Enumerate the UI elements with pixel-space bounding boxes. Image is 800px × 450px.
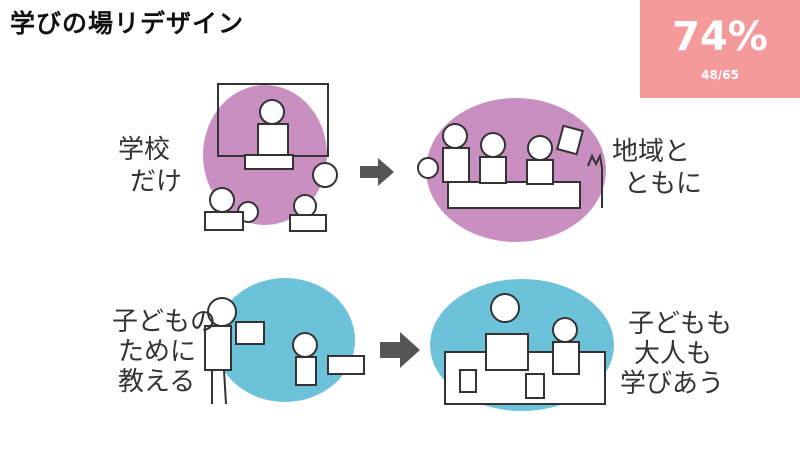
student-head [293,194,317,218]
adult-leg [223,369,227,405]
caption-together-line2: 大人も [634,339,712,369]
teacher-body [257,123,289,159]
arrow-bottom [380,332,420,368]
caption-community-line2: ともに [624,169,702,199]
caption-teaching-line1: 子どもの [112,307,216,337]
arrow-top [360,158,394,186]
student-desk [204,211,244,231]
student-head [209,187,235,213]
community-table [447,181,581,209]
person-head [480,132,506,158]
caption-community-line1: 地域と [612,137,690,167]
progress-badge: 74% 48/65 [640,0,800,98]
caption-teaching-line3: 教える [118,367,195,397]
tablet [525,373,545,399]
person-body [526,159,554,185]
child-body [295,356,317,386]
paper-sign [556,124,584,156]
progress-count: 48/65 [701,68,739,82]
person-body [479,156,507,184]
school-only-scene: 学校 だけ [118,83,338,232]
caption-school-line1: 学校 [118,135,170,165]
adult-body [204,325,232,371]
cat-outline [587,152,603,208]
teaching-children-scene: 子どもの ために 教える [112,278,365,405]
teacher-head [259,99,285,125]
progress-percent: 74% [672,14,768,60]
person-head [442,123,468,149]
student-head [312,162,338,188]
caption-together-line1: 子どもも [628,309,732,339]
child-desk [327,355,365,375]
blue-blob-left [215,278,355,402]
caption-teaching-line2: ために [118,337,196,367]
open-book [485,333,529,371]
person-head [527,135,553,161]
page-title: 学びの場リデザイン [10,9,245,38]
tablet [459,369,477,393]
caption-school-line2: だけ [130,167,182,197]
child-head [417,157,439,179]
adult-head [490,293,520,323]
book-stack [235,321,265,345]
child-body [552,341,580,375]
caption-together-line3: 学びあう [620,369,724,399]
student-desk [289,214,327,232]
learning-together-scene: 子どもも 大人も 学びあう [430,279,732,411]
with-community-scene: 地域と ともに [417,98,702,242]
child-head [292,332,318,358]
person-body [442,147,470,183]
child-head [552,317,578,343]
teacher-desk [244,154,294,170]
